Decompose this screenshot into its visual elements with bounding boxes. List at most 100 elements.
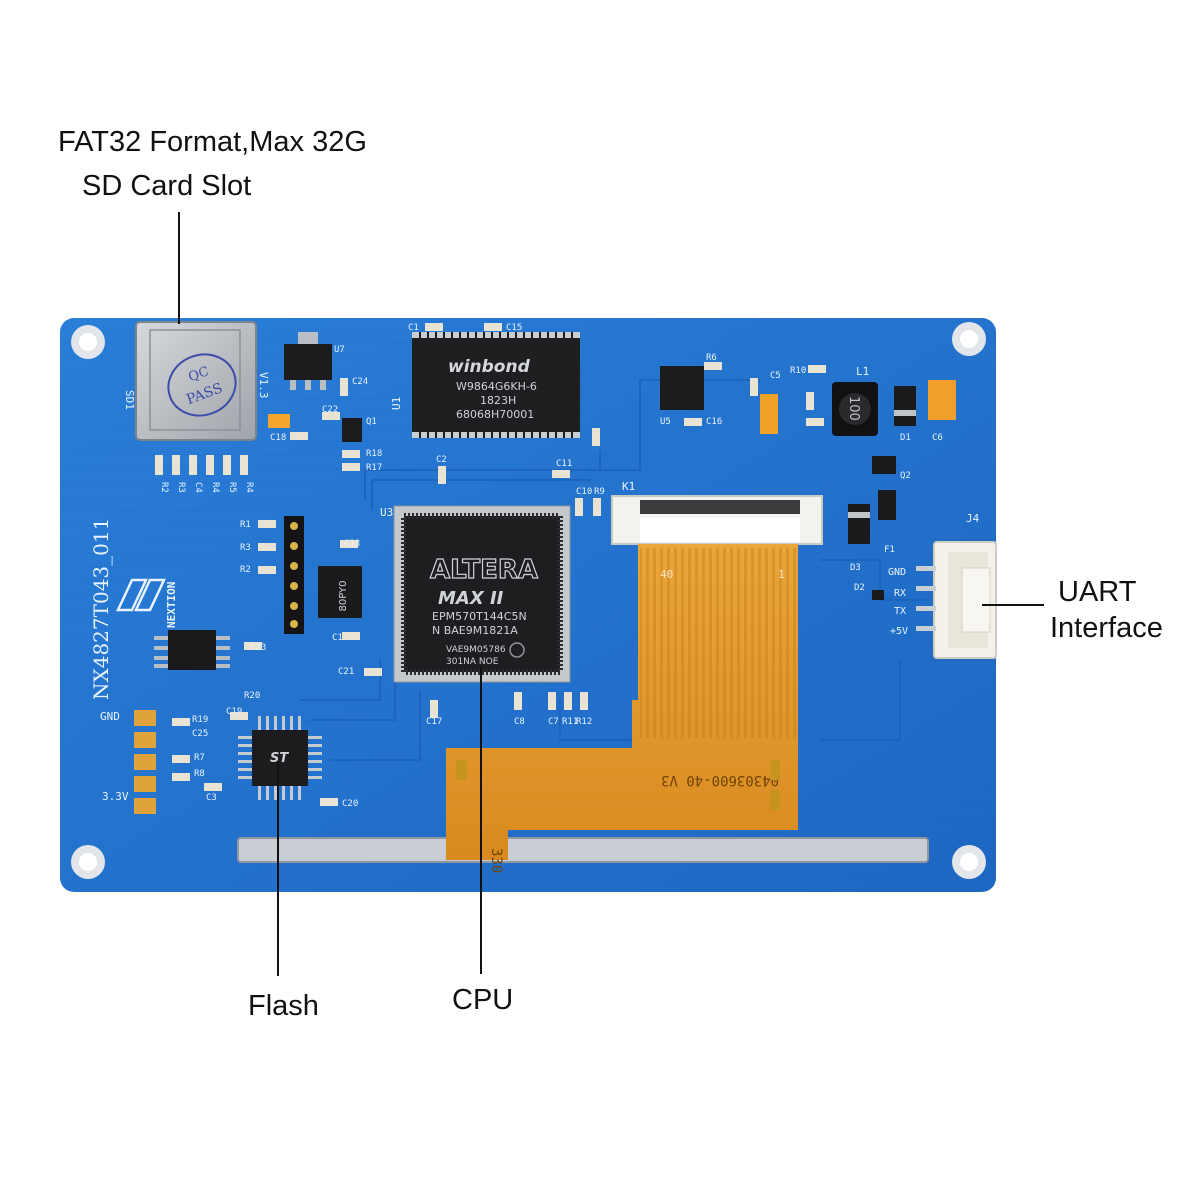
- ref-c6: C6: [932, 433, 943, 443]
- pad-3v3-label: 3.3V: [102, 790, 129, 803]
- cpu-brand: ALTERA: [430, 555, 538, 585]
- sd-ref: SD1: [123, 390, 136, 410]
- silkscreen-labels: R2 R3 C4 R4 R5 R4 U7 C24 C22 Q1 C18 R18 …: [159, 323, 943, 809]
- sd-callout-line1: FAT32 Format,Max 32G: [58, 126, 367, 158]
- conn-ref: J4: [966, 512, 980, 525]
- ref-c18: C18: [270, 433, 286, 443]
- ref-c19: C19: [226, 707, 242, 717]
- mounting-hole: [71, 322, 986, 879]
- sd-callout-line2: SD Card Slot: [82, 170, 252, 202]
- ref-c11: C11: [556, 459, 572, 469]
- uart-leader-line: [982, 604, 1044, 606]
- ref-r3b: R3: [240, 543, 251, 553]
- ref-r11: R11: [562, 717, 578, 727]
- ref-c23: C23: [250, 643, 266, 653]
- tantalum-capacitor: [760, 394, 778, 434]
- ref-r6: R6: [706, 353, 717, 363]
- sd-leader-line: [178, 212, 180, 324]
- ref-c1-top: C1: [408, 323, 419, 333]
- uart-callout-line2: Interface: [1050, 612, 1163, 644]
- ref-q2: Q2: [900, 471, 911, 481]
- ref-c24: C24: [352, 377, 368, 387]
- flex-ribbon: 40 1 04303600-40 V3 330: [446, 544, 798, 873]
- pad-gnd-label: GND: [100, 710, 120, 723]
- flash-chip: ST: [238, 716, 322, 800]
- cpu-leader-line: [480, 666, 482, 974]
- fpc-ref: K1: [622, 480, 635, 493]
- sd-stamp-top: QC: [187, 364, 212, 385]
- pin-rx: RX: [894, 588, 906, 599]
- board-model: NX4827T043_011: [89, 518, 113, 700]
- sd-card-slot: QC PASS SD1 V1.3: [123, 321, 270, 441]
- ref-r18: R18: [366, 449, 382, 459]
- crystal-mark: 80PY0: [338, 580, 349, 611]
- flash-callout: Flash: [248, 990, 319, 1022]
- ram-code1: 1823H: [480, 394, 516, 407]
- transistor: [342, 418, 362, 442]
- cpu-code3: 301NA NOE: [446, 657, 499, 667]
- ref-c25: C25: [192, 729, 208, 739]
- ram-part: W9864G6KH-6: [456, 380, 537, 393]
- ref-r19: R19: [192, 715, 208, 725]
- passive-components: [155, 323, 826, 806]
- ref-c17: C17: [426, 717, 442, 727]
- diode: [848, 386, 916, 600]
- ref-c4: C4: [193, 482, 203, 493]
- ref-r1: R1: [240, 520, 251, 530]
- ref-r9: R9: [594, 487, 605, 497]
- pin-header: [284, 516, 304, 634]
- ref-r20: R20: [244, 691, 260, 701]
- small-ic: [154, 630, 230, 670]
- ref-c13: C13: [344, 539, 360, 549]
- pin-tx: TX: [894, 606, 906, 617]
- ref-r4: R4: [210, 482, 220, 493]
- ref-f1: F1: [884, 545, 895, 555]
- crystal-oscillator: 80PY0: [318, 566, 362, 618]
- ref-r7: R7: [194, 753, 205, 763]
- ref-c1: C1: [332, 633, 343, 643]
- ref-d1: D1: [900, 433, 911, 443]
- cpu-chip: ALTERA MAX II EPM570T144C5N N BAE9M1821A…: [380, 505, 571, 683]
- ref-c8: C8: [514, 717, 525, 727]
- ram-code2: 68068H70001: [456, 408, 534, 421]
- inductor: 100 L1: [832, 365, 878, 436]
- ref-r12: R12: [576, 717, 592, 727]
- ref-r4b: R4: [244, 482, 254, 493]
- inductor-ref: L1: [856, 365, 869, 378]
- ref-r2: R2: [159, 482, 169, 493]
- ribbon-side: 330: [488, 848, 504, 873]
- ref-c10: C10: [576, 487, 592, 497]
- ram-brand: winbond: [448, 357, 531, 377]
- ram-ref: U1: [390, 397, 403, 410]
- ref-c5: C5: [770, 371, 781, 381]
- ref-q1: Q1: [366, 417, 377, 427]
- pin-5v: +5V: [890, 626, 908, 637]
- fpc-left-label: 40: [660, 568, 673, 581]
- ref-c22: C22: [322, 405, 338, 415]
- tantalum-capacitor: [928, 380, 956, 420]
- inductor-mark: 100: [846, 396, 861, 421]
- uart-callout-line1: UART: [1058, 576, 1137, 608]
- ref-c15: C15: [506, 323, 522, 333]
- ref-r3: R3: [176, 482, 186, 493]
- ref-d3: D3: [850, 563, 861, 573]
- fpc-right-label: 1: [778, 568, 785, 581]
- flash-leader-line: [277, 762, 279, 976]
- cpu-code1: N BAE9M1821A: [432, 624, 518, 637]
- ref-r2b: R2: [240, 565, 251, 575]
- pin-gnd: GND: [888, 567, 906, 578]
- ref-c7: C7: [548, 717, 559, 727]
- cpu-part: EPM570T144C5N: [432, 610, 527, 623]
- cpu-callout: CPU: [452, 984, 514, 1016]
- ref-c16: C16: [706, 417, 722, 427]
- nextion-logo: NEXTION: [116, 578, 178, 628]
- sdram-chip: winbond W9864G6KH-6 1823H 68068H70001 U1: [390, 332, 580, 438]
- ref-r5: R5: [227, 482, 237, 493]
- brand-text: NEXTION: [165, 582, 178, 628]
- ref-c20: C20: [342, 799, 358, 809]
- uart-connector: J4 GND RX TX +5V: [888, 512, 997, 659]
- fpc-connector: K1: [611, 480, 823, 545]
- cpu-ref: U3: [380, 506, 393, 519]
- ribbon-text: 04303600-40 V3: [661, 772, 779, 788]
